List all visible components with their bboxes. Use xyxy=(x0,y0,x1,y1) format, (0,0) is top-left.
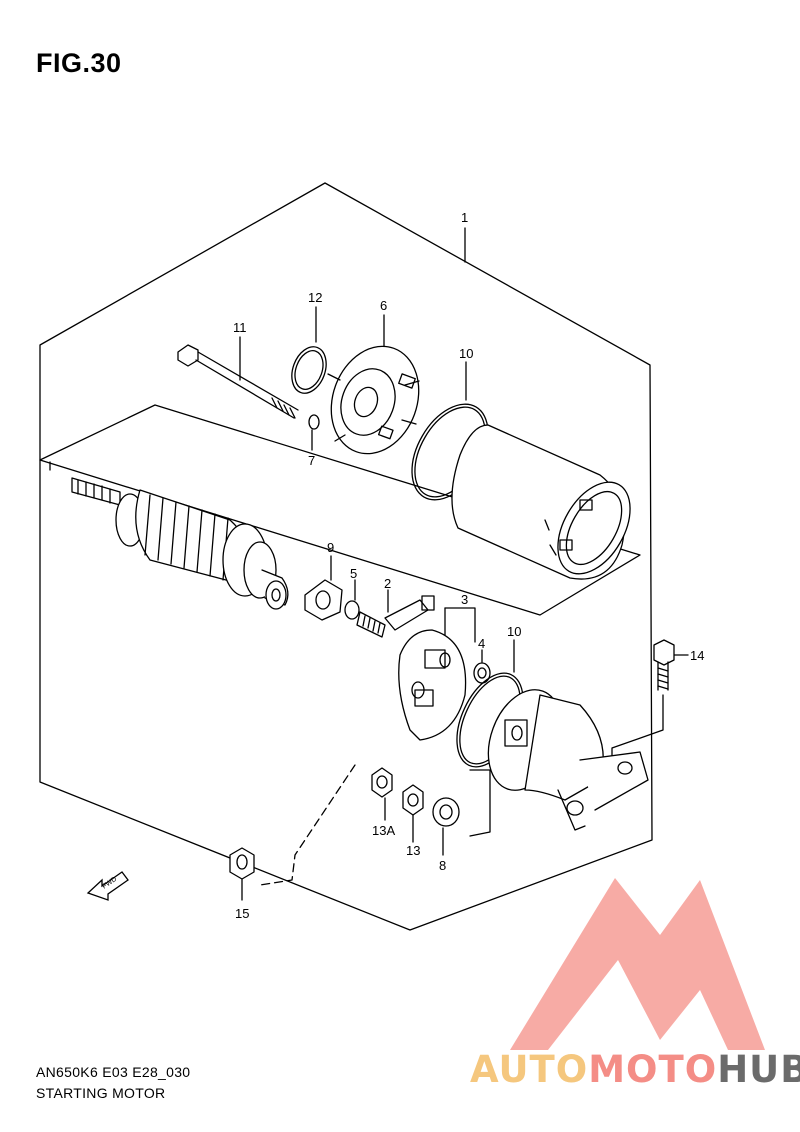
nut-13a xyxy=(371,767,393,798)
washer-7 xyxy=(308,414,320,430)
yoke-housing xyxy=(451,424,631,580)
callout-8: 8 xyxy=(439,858,446,873)
callout-14: 14 xyxy=(690,648,704,663)
callout-12: 12 xyxy=(308,290,322,305)
watermark-logo xyxy=(510,878,765,1050)
watermark-text: AUTOMOTOHUB xyxy=(470,1048,800,1091)
fwd-direction-marker: FWD xyxy=(86,871,129,901)
washer-8 xyxy=(432,797,460,827)
callout-3: 3 xyxy=(461,592,468,607)
rear-housing xyxy=(487,689,649,831)
brush-plate-9 xyxy=(304,579,343,621)
callout-10-upper: 10 xyxy=(459,346,473,361)
callout-13a: 13A xyxy=(372,823,395,838)
callout-7: 7 xyxy=(308,453,315,468)
o-ring-5 xyxy=(344,600,360,620)
armature xyxy=(71,477,289,610)
watermark-moto: MOTO xyxy=(588,1048,717,1091)
nut-13 xyxy=(402,784,424,816)
callout-9: 9 xyxy=(327,540,334,555)
callout-10-lower: 10 xyxy=(507,624,521,639)
svg-text:AUTOMOTOHUB: AUTOMOTOHUB xyxy=(470,1048,800,1091)
terminal-brush-2 xyxy=(356,595,435,638)
leader-8-path xyxy=(469,769,491,837)
figure-title: FIG.30 xyxy=(36,48,122,78)
brush-holder-3 xyxy=(398,629,467,741)
nut-15 xyxy=(229,847,255,880)
diagram-code: AN650K6 E03 E28_030 xyxy=(36,1064,191,1080)
callout-11: 11 xyxy=(233,320,247,335)
callout-4: 4 xyxy=(478,636,485,651)
o-ring-12 xyxy=(291,346,327,394)
leader-3 xyxy=(444,607,476,643)
callout-13: 13 xyxy=(406,843,420,858)
assembly-outline xyxy=(39,182,653,931)
callout-15: 15 xyxy=(235,906,249,921)
watermark-auto: AUTO xyxy=(470,1048,588,1091)
callout-2: 2 xyxy=(384,576,391,591)
bolt-14 xyxy=(653,639,675,691)
bushing-4 xyxy=(473,662,491,684)
end-cover xyxy=(327,345,420,455)
callout-6: 6 xyxy=(380,298,387,313)
leader-15-path xyxy=(259,764,356,886)
diagram-subtitle: STARTING MOTOR xyxy=(36,1085,166,1101)
callout-5: 5 xyxy=(350,566,357,581)
callout-labels: 1 12 6 11 10 7 9 5 2 3 4 10 14 13A 13 8 … xyxy=(233,210,704,921)
callout-1: 1 xyxy=(461,210,468,225)
watermark-hub: HUB xyxy=(717,1048,800,1091)
through-bolt xyxy=(177,344,299,419)
